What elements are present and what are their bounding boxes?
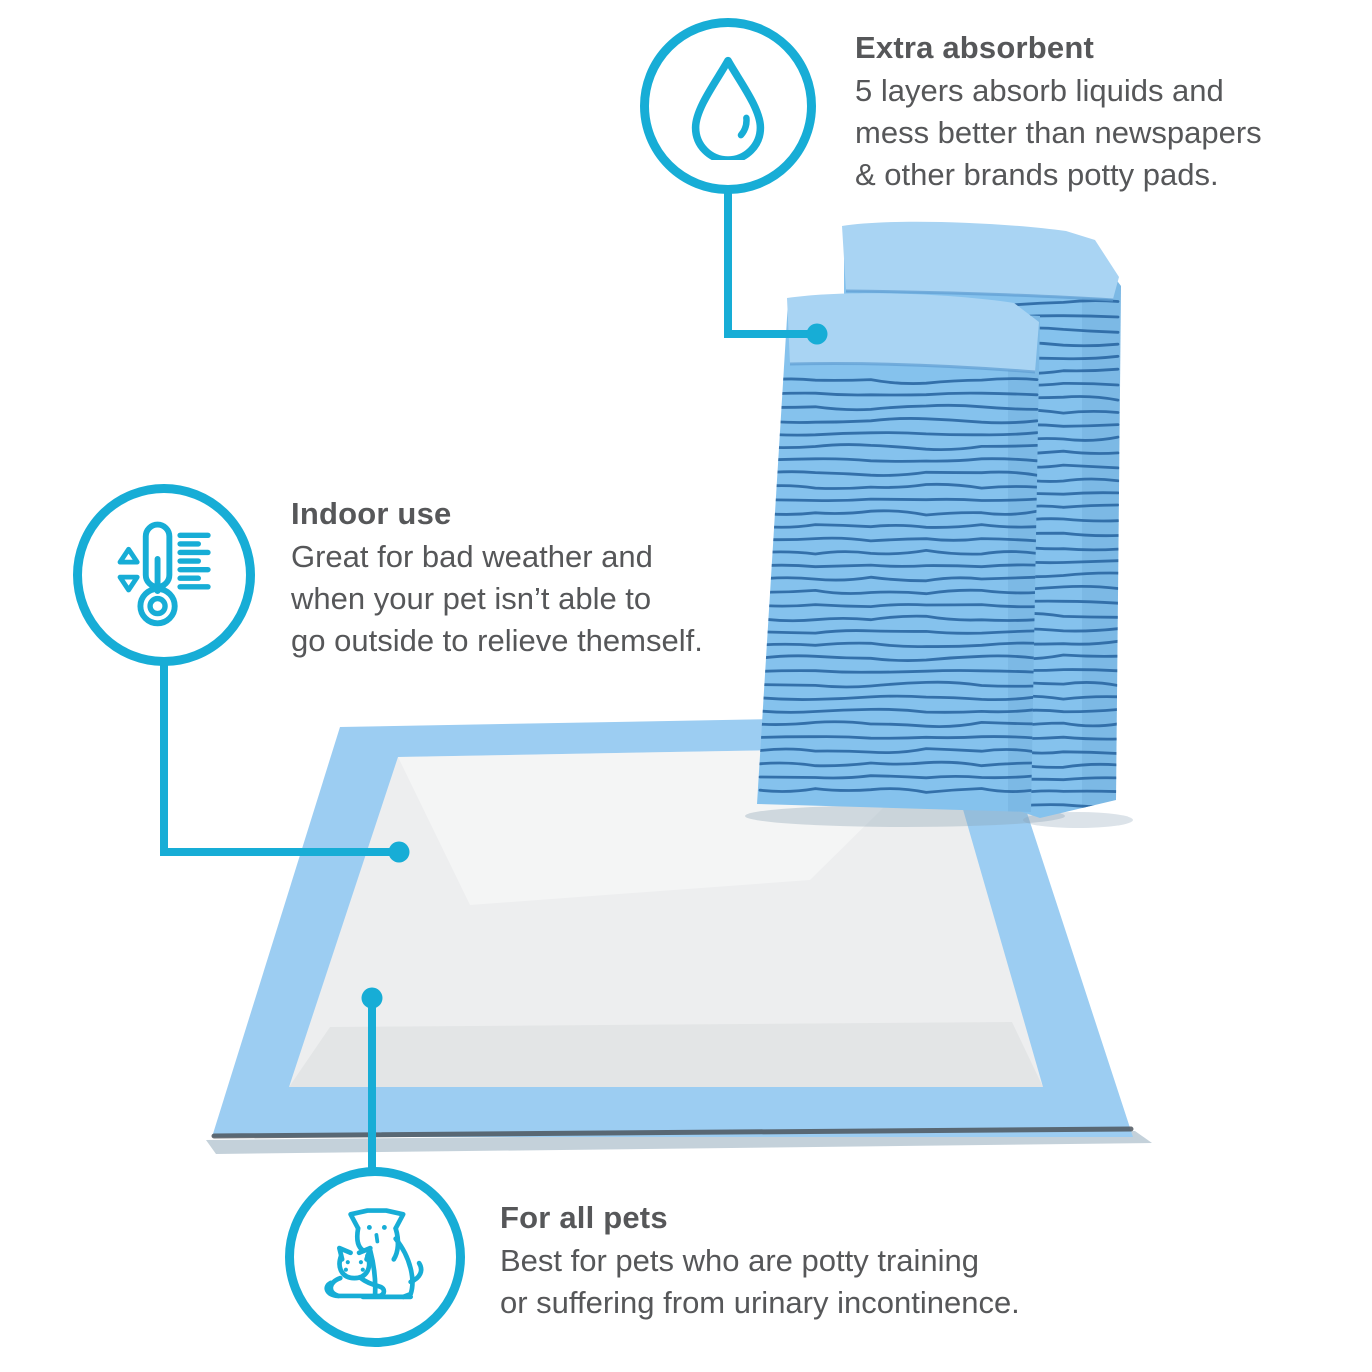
feature-line: 5 layers absorb liquids and [855,73,1224,108]
feature-line: mess better than newspapers [855,115,1262,150]
stack-shadow-right [1023,812,1133,828]
pad-inner-shade [289,1022,1043,1087]
feature-line: & other brands potty pads. [855,157,1219,192]
thermometer-icon [117,521,211,627]
feature-title: Extra absorbent [855,30,1095,65]
feature-line: Best for pets who are potty training [500,1243,980,1278]
for-all-pets-badge [285,1167,465,1347]
indoor-use-badge [73,484,255,666]
dog-cat-icon [324,1208,424,1300]
feature-for-all-pets: For all pets Best for pets who are potty… [500,1196,1160,1324]
callout-connectors [160,192,828,1168]
connector-indoor-use [160,664,394,856]
feature-title: For all pets [500,1200,668,1235]
feature-title: Indoor use [291,496,452,531]
pad-front-edge [211,1126,1134,1139]
stack-back-top [842,221,1119,299]
connector-dot-extra-absorbent [806,323,828,345]
feature-extra-absorbent: Extra absorbent 5 layers absorb liquids … [855,26,1335,196]
extra-absorbent-badge [640,18,816,194]
stack-of-potty-pads-front [757,293,1040,812]
feature-line: or suffering from urinary incontinence. [500,1285,1020,1320]
connector-dot-for-all-pets [361,987,383,1009]
connector-extra-absorbent [724,192,812,338]
connector-dot-indoor-use [388,841,410,863]
water-drop-icon [691,56,765,160]
stack-front-top [787,293,1039,372]
stack-front-folds [758,302,1040,812]
feature-indoor-use: Indoor use Great for bad weather and whe… [291,492,761,662]
pad-white-center [289,747,1043,1087]
feature-line: Great for bad weather and [291,539,653,574]
feature-line: when your pet isn’t able to [291,581,652,616]
feature-line: go outside to relieve themself. [291,623,703,658]
flat-potty-pad [206,715,1152,1154]
